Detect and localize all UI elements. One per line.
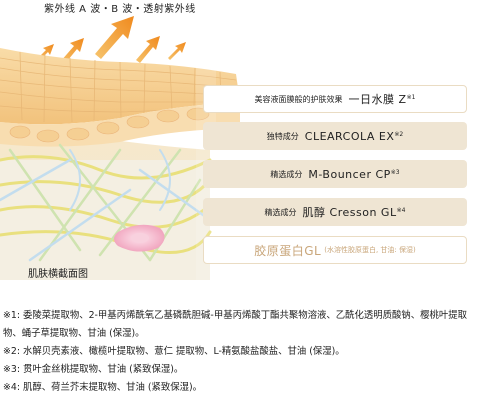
uv-arrow-icon	[95, 16, 134, 59]
label-bar-collagen-gl: 胶原蛋白GL (水溶性胶原蛋白, 甘油: 保湿)	[203, 236, 467, 264]
cross-section-caption: 肌肤横截面图	[28, 269, 88, 280]
label-small-text: (水溶性胶原蛋白, 甘油: 保湿)	[324, 246, 416, 254]
footnote-4: ※4: 肌醇、荷兰芥末提取物、甘油 (紧致保湿)。	[3, 382, 203, 393]
label-main-text: 肌醇 Cresson GL	[302, 206, 397, 219]
label-main-text: M-Bouncer CP	[308, 167, 391, 181]
label-bar-m-bouncer: 精选成分 M-Bouncer CP ※3	[203, 160, 467, 188]
footnote-marker: ※2	[394, 130, 404, 138]
skin-cross-section-illustration	[0, 16, 240, 280]
label-bar-mask-effect: 美容液面膜般的护肤效果 一日水膜 Z ※1	[203, 85, 467, 113]
label-main-text: 一日水膜 Z	[348, 93, 407, 106]
label-bar-cresson-gl: 精选成分 肌醇 Cresson GL ※4	[203, 198, 467, 226]
uv-arrow-icon	[168, 42, 186, 60]
footnote-marker: ※4	[396, 206, 406, 214]
footnote-3: ※3: 贯叶金丝桃提取物、甘油 (紧致保湿)。	[3, 364, 184, 375]
footnote-marker: ※1	[406, 93, 416, 101]
label-main-text: 胶原蛋白GL	[254, 243, 322, 258]
uv-arrow-icon	[136, 36, 160, 63]
footnotes: ※1: 委陵菜提取物、2-甲基丙烯酰氧乙基磷酰胆碱-甲基丙烯酸丁酯共聚物溶液、乙…	[3, 307, 481, 397]
label-main-text: CLEARCOLA EX	[304, 129, 395, 143]
footnote-marker: ※3	[390, 168, 400, 176]
label-small-text: 独特成分	[266, 131, 299, 141]
label-small-text: 精选成分	[264, 207, 297, 217]
label-small-text: 精选成分	[270, 169, 303, 179]
label-small-text: 美容液面膜般的护肤效果	[254, 94, 343, 104]
label-bar-clearcola: 独特成分 CLEARCOLA EX ※2	[203, 122, 467, 150]
footnote-1: ※1: 委陵菜提取物、2-甲基丙烯酰氧乙基磷酰胆碱-甲基丙烯酸丁酯共聚物溶液、乙…	[3, 310, 467, 339]
footnote-2: ※2: 水解贝壳素液、橄榄叶提取物、薏仁 提取物、L-精氨酸盐酸盐、甘油 (保湿…	[3, 346, 345, 357]
uv-caption: 紫外线 A 波・B 波・透射紫外线	[44, 4, 196, 15]
